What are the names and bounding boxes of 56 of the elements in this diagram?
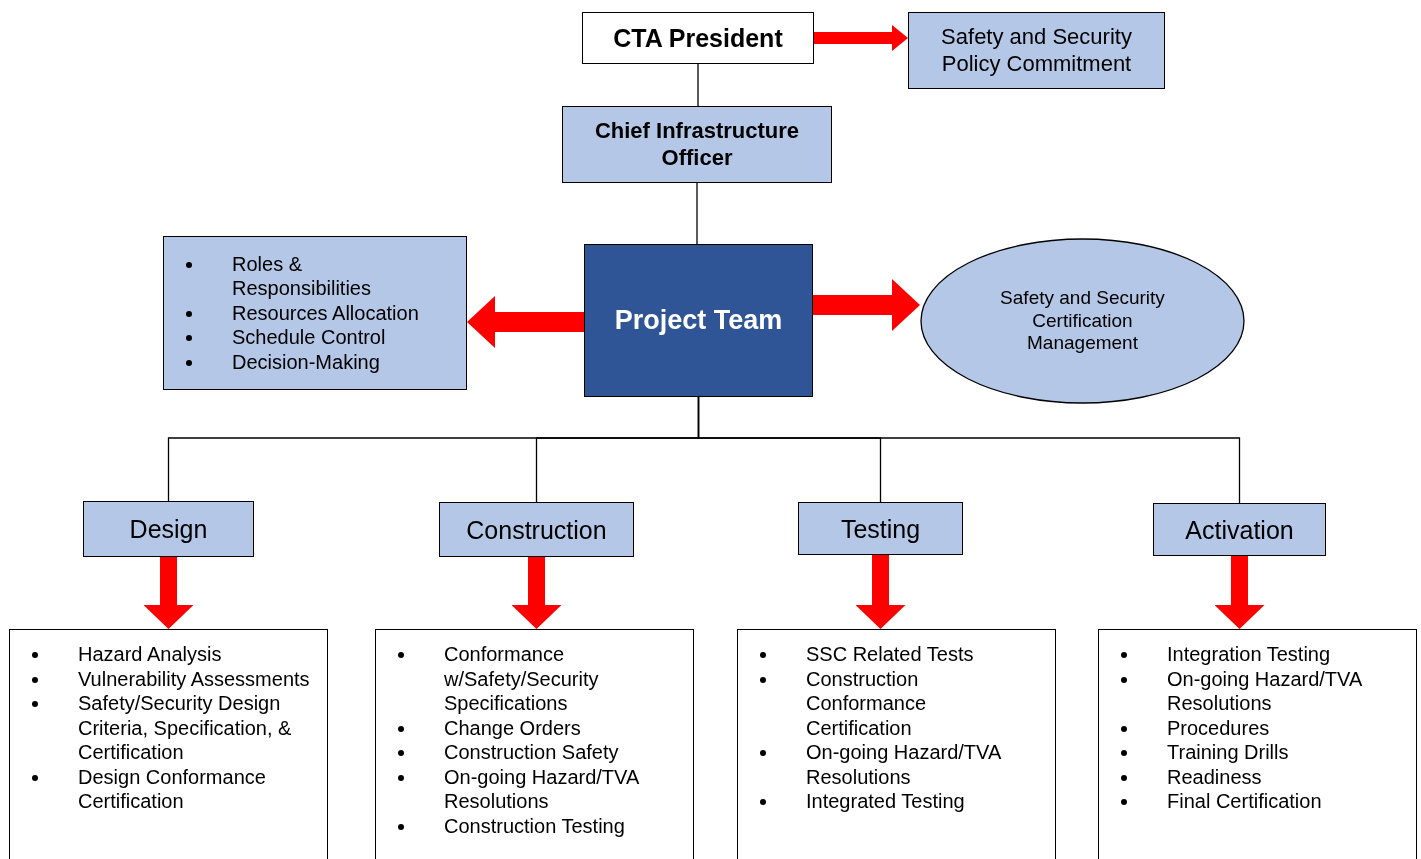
- list-item: Schedule Control: [164, 325, 505, 350]
- process-box: [908, 12, 1165, 89]
- list-item: SSC Related Tests: [738, 642, 1089, 667]
- connector-line: [697, 396, 1241, 504]
- list-item: On-going Hazard/TVA Resolutions: [738, 740, 1089, 789]
- list-item: On-going Hazard/TVA Resolutions: [376, 764, 724, 814]
- node-label: Design: [128, 514, 209, 544]
- process-box: [439, 502, 634, 557]
- list-item: Resources Allocation: [164, 300, 505, 326]
- list-item: On-going Hazard/TVA Resolutions: [1099, 666, 1421, 716]
- title-label: Project Team: [613, 304, 784, 337]
- list-item: Integrated Testing: [738, 789, 1089, 814]
- title-label: Chief Infrastructure Officer: [593, 118, 801, 171]
- node-label: Construction: [465, 514, 608, 545]
- block-arrow: [143, 557, 194, 629]
- list-item: Construction Testing: [376, 813, 724, 838]
- list-item: Design Conformance Certification: [10, 764, 378, 814]
- process-box: [582, 12, 814, 64]
- process-box: [798, 502, 963, 555]
- node-label: Safety and Security Policy Commitment: [940, 24, 1133, 77]
- process-box: [83, 501, 254, 557]
- block-arrow: [467, 296, 584, 348]
- block-arrow: [511, 557, 562, 629]
- list-item: Construction Conformance Certification: [738, 666, 1089, 740]
- node-label: Testing: [839, 513, 922, 544]
- connector-line: [697, 63, 699, 107]
- list-item: Decision-Making: [164, 349, 505, 375]
- list-item: Final Certification: [1099, 789, 1421, 814]
- bullet-list-box: [9, 629, 328, 859]
- list-item: Hazard Analysis: [10, 642, 378, 667]
- block-arrow: [814, 25, 908, 51]
- list-item: Procedures: [1099, 715, 1421, 740]
- block-arrow: [855, 555, 906, 629]
- list-item: Readiness: [1099, 764, 1421, 789]
- node-label: Activation: [1184, 514, 1295, 545]
- list-item: Construction Safety: [376, 740, 724, 765]
- bullet-list-box: [737, 629, 1056, 859]
- bullet-list-box: [375, 629, 694, 859]
- list-item: Roles & Responsibilities: [164, 251, 505, 301]
- connector-line: [696, 182, 698, 245]
- process-ellipse: [920, 238, 1245, 404]
- process-box: [584, 244, 813, 397]
- process-box: [1153, 503, 1326, 556]
- bullet-list-box: [1098, 629, 1417, 859]
- list-item: Integration Testing: [1099, 642, 1421, 667]
- list-item: Vulnerability Assessments: [10, 666, 378, 691]
- node-label: Safety and Security Certification Management: [999, 286, 1166, 356]
- list-item: Training Drills: [1099, 740, 1421, 765]
- bullet-list-box: [163, 236, 467, 390]
- process-box: [562, 106, 832, 183]
- list-item: Change Orders: [376, 715, 724, 740]
- list-item: Safety/Security Design Criteria, Specification, & Certification: [10, 691, 378, 765]
- title-label: CTA President: [612, 23, 784, 53]
- block-arrow: [813, 279, 920, 331]
- list-item: Conformance w/Safety/Security Specifications: [376, 642, 724, 716]
- block-arrow: [1214, 556, 1265, 629]
